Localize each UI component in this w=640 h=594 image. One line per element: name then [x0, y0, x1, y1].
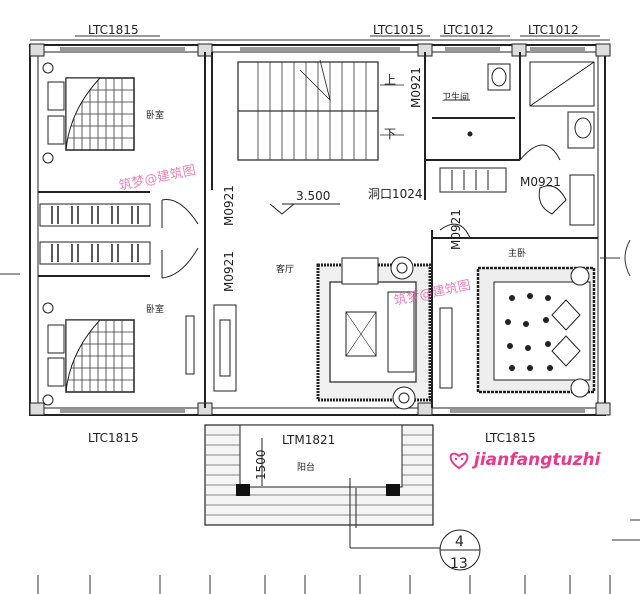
window-markers: [60, 47, 585, 413]
room-label-master: 主卧: [508, 247, 526, 259]
stair-down-label: 下: [384, 127, 396, 141]
sofa-set: [316, 256, 432, 410]
window-label-bottom-right: LTC1815: [485, 431, 536, 445]
level-label: 3.500: [296, 189, 330, 203]
level-mark: [269, 203, 340, 215]
stair-up-label: 上: [384, 73, 396, 87]
axis-markers: [0, 239, 640, 541]
room-label-bedroom-top: 卧室: [146, 109, 164, 121]
door-label-master: M0921: [520, 175, 561, 189]
door-label-bedroom-top: M0921: [222, 185, 236, 226]
detail-callout: [350, 529, 481, 571]
room-label-balcony: 阳台: [297, 461, 315, 473]
balcony-dimension: 1500: [254, 449, 268, 480]
window-label-bottom-center: LTM1821: [282, 433, 335, 447]
detail-number: 4: [455, 534, 464, 550]
bedroom-doors: [161, 199, 199, 279]
window-label-bottom-left: LTC1815: [88, 431, 139, 445]
door-label-master-entry: M0921: [449, 209, 463, 250]
opening-label-hall: 洞口1024: [368, 187, 423, 201]
door-swings: [439, 99, 561, 239]
brand-mark: jianfangtuzhi: [448, 450, 600, 470]
master-bed: [476, 266, 596, 398]
room-label-bath: 卫生间: [442, 91, 469, 103]
bottom-ticks: [37, 575, 611, 594]
watermark-left: 筑梦@建筑图: [118, 162, 198, 194]
bed-top: [42, 62, 135, 164]
staircase: [237, 59, 404, 161]
window-label-top-center: LTC1015: [373, 23, 424, 37]
wall-posts: [29, 43, 611, 416]
interior-walls: [38, 52, 598, 408]
window-label-top-right: LTC1012: [528, 23, 579, 37]
window-label-top-mid-right: LTC1012: [443, 23, 494, 37]
top-dimension-lines: [30, 35, 610, 41]
window-label-top-left: LTC1815: [88, 23, 139, 37]
door-label-bath: M0921: [409, 67, 423, 108]
room-label-living: 客厅: [276, 263, 294, 275]
detail-sheet: 13: [450, 556, 468, 572]
wardrobes: [39, 203, 151, 265]
outer-walls: [29, 44, 606, 416]
bathroom-fixtures: [467, 61, 595, 226]
room-label-bedroom-bottom: 卧室: [146, 303, 164, 315]
door-label-bedroom-bottom: M0921: [222, 251, 236, 292]
balcony: [204, 424, 434, 548]
heart-icon: [449, 452, 469, 469]
tv-cabinet: [185, 304, 453, 392]
brand-text: jianfangtuzhi: [474, 450, 601, 470]
shoe-cabinet: [439, 167, 507, 193]
bed-bottom: [42, 302, 135, 406]
